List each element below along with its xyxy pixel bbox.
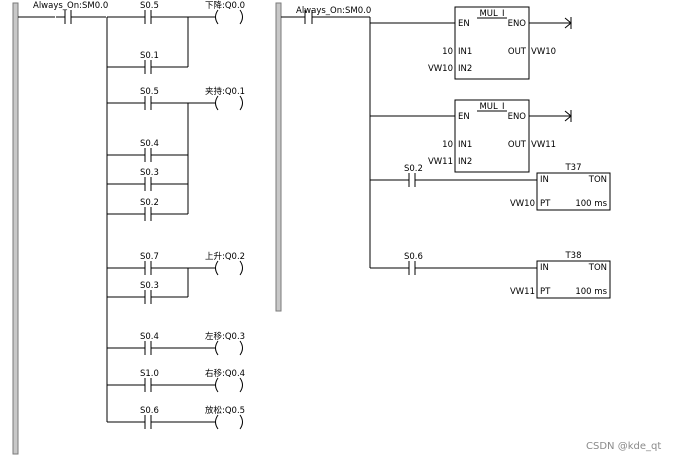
mul-out-value: VW11 xyxy=(531,140,556,150)
always-on-label-right: Always_On:SM0.0 xyxy=(296,6,371,16)
coil-0-left-arc xyxy=(215,9,219,25)
mul-in1-value: 10 xyxy=(442,47,453,57)
coil-4-left-arc xyxy=(215,377,219,393)
timer-pt-value: VW11 xyxy=(510,287,535,297)
left-power-rail xyxy=(12,2,19,455)
timer-T38 xyxy=(536,260,611,299)
contact-S0-3-label: S0.3 xyxy=(140,168,159,178)
coil-1-right-arc xyxy=(239,95,243,111)
contact-S0-7-label: S0.7 xyxy=(140,252,159,262)
contact-S0-6-label: S0.6 xyxy=(140,406,159,416)
mul-eno: ENO xyxy=(508,112,527,122)
mul-in2-value: VW11 xyxy=(428,157,453,167)
timer-in: IN xyxy=(540,175,549,185)
contact-S0-4-label: S0.4 xyxy=(140,332,159,342)
mul-title: MUL_I xyxy=(479,9,504,19)
timer-resolution: 100 ms xyxy=(575,287,607,297)
coil-5-left-arc xyxy=(215,414,219,430)
always-on-contact-left-label: Always_On:SM0.0 xyxy=(33,1,108,11)
coil-3-right-arc xyxy=(239,340,243,356)
mul-in2: IN2 xyxy=(458,157,472,167)
coil-3-left-arc xyxy=(215,340,219,356)
coil-1-left-arc xyxy=(215,95,219,111)
timer-name: T38 xyxy=(564,251,581,261)
coil-0-right-arc xyxy=(239,9,243,25)
mul-in1: IN1 xyxy=(458,140,472,150)
coil-2-label: 上升:Q0.2 xyxy=(205,251,245,262)
mul-out: OUT xyxy=(508,140,527,150)
timer-pt-value: VW10 xyxy=(510,199,535,209)
timer-type: TON xyxy=(588,175,607,185)
mul-block-1 xyxy=(454,6,530,80)
mul-out-value: VW10 xyxy=(531,47,556,57)
contact-S0-6-label: S0.6 xyxy=(404,252,423,262)
mul-en: EN xyxy=(458,19,470,29)
timer-resolution: 100 ms xyxy=(575,199,607,209)
timer-pt: PT xyxy=(540,199,551,209)
contact-S0-4-label: S0.4 xyxy=(140,139,159,149)
mul-out: OUT xyxy=(508,47,527,57)
mul-en: EN xyxy=(458,112,470,122)
timer-type: TON xyxy=(588,263,607,273)
coil-5-label: 放松:Q0.5 xyxy=(205,405,245,416)
coil-3-label: 左移:Q0.3 xyxy=(205,331,245,342)
contact-S0-1-label: S0.1 xyxy=(140,51,159,61)
coil-5-right-arc xyxy=(239,414,243,430)
mul-eno: ENO xyxy=(508,19,527,29)
contact-S0-2-label: S0.2 xyxy=(404,164,423,174)
watermark: CSDN @kde_qt xyxy=(586,441,662,452)
coil-2-left-arc xyxy=(215,260,219,276)
mul-in1-value: 10 xyxy=(442,140,453,150)
timer-pt: PT xyxy=(540,287,551,297)
contact-S0-2-label: S0.2 xyxy=(140,198,159,208)
contact-S0-3-label: S0.3 xyxy=(140,281,159,291)
mul-block-2 xyxy=(454,99,530,173)
contact-S1-0-label: S1.0 xyxy=(140,369,159,379)
coil-2-right-arc xyxy=(239,260,243,276)
timer-name: T37 xyxy=(564,163,581,173)
coil-4-label: 右移:Q0.4 xyxy=(205,368,245,379)
mul-title: MUL_I xyxy=(479,102,504,112)
contact-S0-5-label: S0.5 xyxy=(140,87,159,97)
mul-in2-value: VW10 xyxy=(428,64,453,74)
coil-1-label: 夹持:Q0.1 xyxy=(205,86,245,97)
right-power-rail xyxy=(275,2,282,312)
coil-0-label: 下降:Q0.0 xyxy=(205,0,245,11)
timer-T37 xyxy=(536,172,611,211)
coil-4-right-arc xyxy=(239,377,243,393)
mul-in1: IN1 xyxy=(458,47,472,57)
timer-in: IN xyxy=(540,263,549,273)
mul-in2: IN2 xyxy=(458,64,472,74)
contact-S0-5-label: S0.5 xyxy=(140,1,159,11)
